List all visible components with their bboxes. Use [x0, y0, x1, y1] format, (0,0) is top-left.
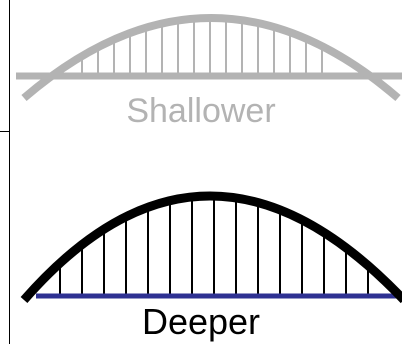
deep-arch-bridge	[20, 191, 402, 304]
deeper-label: Deeper	[141, 301, 261, 342]
shallower-label: Shallower	[126, 92, 276, 130]
bridge-arch	[21, 14, 401, 102]
bridge-arch	[20, 191, 402, 304]
shallow-arch-bridge	[16, 14, 402, 102]
